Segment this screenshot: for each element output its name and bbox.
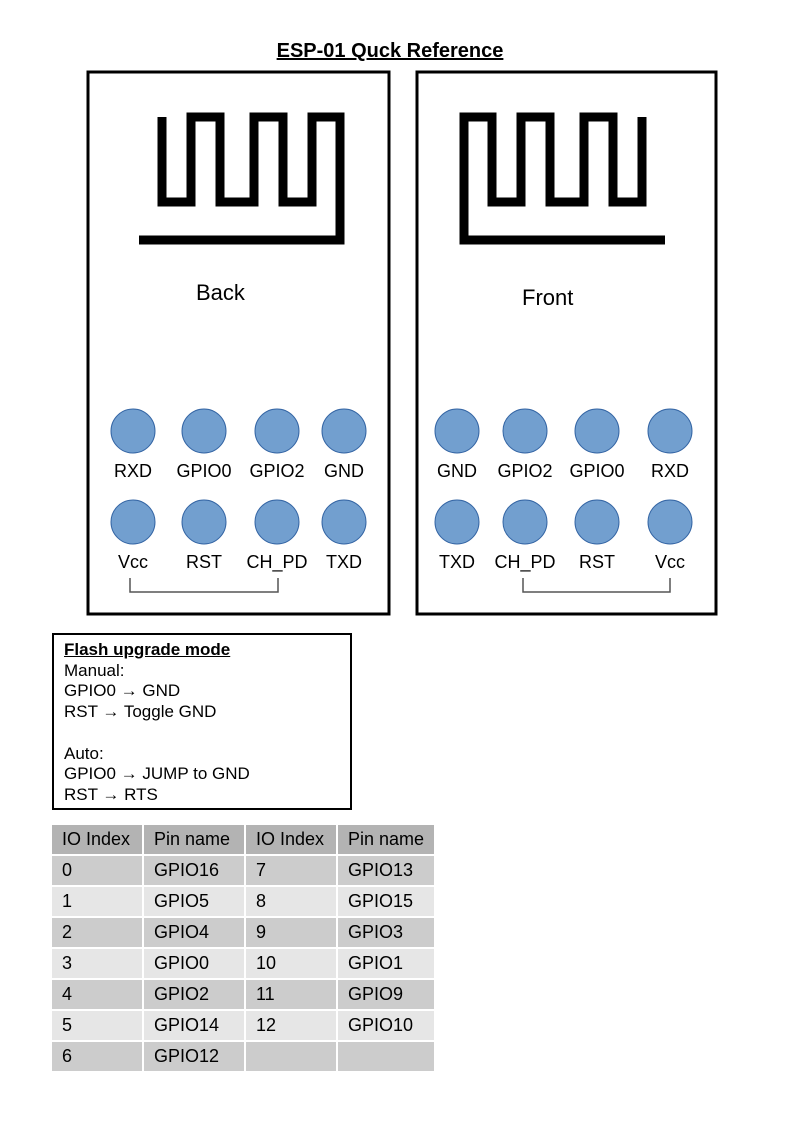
back-pin-pad	[181, 499, 227, 545]
front-pin-label: RXD	[650, 461, 689, 481]
back-pin-pad	[110, 499, 156, 545]
front-pin-label: Vcc	[654, 552, 685, 572]
flash-line: Auto:	[64, 743, 104, 763]
flash-line: Manual:	[64, 660, 125, 680]
front-pin-pad	[434, 499, 480, 545]
back-pin-label: GND	[324, 461, 364, 481]
table-cell: 2	[50, 917, 144, 949]
table-cell: GPIO3	[336, 917, 436, 949]
back-antenna-icon	[139, 112, 345, 245]
page-title: ESP-01 Quck Reference	[276, 40, 504, 62]
flash-spacer	[64, 723, 350, 744]
flash-line: RST → RTS	[64, 784, 158, 804]
front-pin-pad	[502, 499, 548, 545]
table-cell: GPIO13	[336, 855, 436, 887]
back-label: Back	[196, 280, 245, 305]
back-pin-pad	[254, 499, 300, 545]
back-pin-label: Vcc	[117, 552, 148, 572]
table-cell: 4	[50, 979, 144, 1011]
back-pin-label: RXD	[113, 461, 152, 481]
flash-line: GPIO0 → JUMP to GND	[64, 764, 250, 784]
table-header-row: IO Index Pin name IO Index Pin name	[50, 825, 436, 856]
front-pin-pad	[502, 408, 548, 454]
table-cell	[336, 1041, 436, 1073]
front-bracket	[522, 578, 671, 593]
table-cell: 0	[50, 855, 144, 887]
front-pin-pad	[574, 408, 620, 454]
table-cell: GPIO1	[336, 948, 436, 980]
table-cell: 8	[244, 886, 338, 918]
table-cell: 11	[244, 979, 338, 1011]
front-pin-pad	[434, 408, 480, 454]
table-cell: GPIO15	[336, 886, 436, 918]
front-label: Front	[522, 285, 574, 310]
front-pin-label: GPIO0	[569, 461, 625, 481]
front-pin-label: RST	[579, 552, 615, 572]
header-cell: IO Index	[244, 825, 338, 856]
back-pin-pad	[321, 408, 367, 454]
table-cell: GPIO12	[142, 1041, 246, 1073]
back-pin-label: CH_PD	[246, 552, 308, 572]
back-pin-label: GPIO2	[249, 461, 305, 481]
table-cell: GPIO4	[142, 917, 246, 949]
table-cell: GPIO10	[336, 1010, 436, 1042]
table-cell: 3	[50, 948, 144, 980]
back-pin-label: RST	[186, 552, 222, 572]
front-pin-label: CH_PD	[494, 552, 556, 572]
back-pin-label: GPIO0	[176, 461, 232, 481]
flash-line: GPIO0 → GND	[64, 681, 181, 701]
flash-heading: Flash upgrade mode	[64, 640, 231, 659]
front-pin-label: TXD	[439, 552, 475, 572]
back-pin-pad	[321, 499, 367, 545]
table-cell: 5	[50, 1010, 144, 1042]
flash-line: RST → Toggle GND	[64, 702, 217, 722]
front-board-outline	[415, 70, 718, 616]
table-cell: GPIO14	[142, 1010, 246, 1042]
flash-upgrade-box: Flash upgrade mode Manual: GPIO0 → GND R…	[52, 633, 352, 810]
front-pin-pad	[647, 499, 693, 545]
back-pin-label: TXD	[326, 552, 362, 572]
front-pin-label: GPIO2	[497, 461, 553, 481]
table-cell: 9	[244, 917, 338, 949]
table-cell	[244, 1041, 338, 1073]
table-cell: GPIO16	[142, 855, 246, 887]
header-cell: Pin name	[142, 825, 246, 856]
front-antenna-icon	[459, 112, 665, 245]
table-cell: 1	[50, 886, 144, 918]
back-board-outline	[86, 70, 391, 616]
header-cell: IO Index	[50, 825, 144, 856]
front-pin-pad	[574, 499, 620, 545]
table-cell: 10	[244, 948, 338, 980]
table-cell: 6	[50, 1041, 144, 1073]
front-pin-pad	[647, 408, 693, 454]
header-cell: Pin name	[336, 825, 436, 856]
table-cell: GPIO0	[142, 948, 246, 980]
table-cell: 12	[244, 1010, 338, 1042]
table-cell: GPIO2	[142, 979, 246, 1011]
back-pin-pad	[181, 408, 227, 454]
table-cell: GPIO5	[142, 886, 246, 918]
table-cell: GPIO9	[336, 979, 436, 1011]
front-pin-label: GND	[437, 461, 477, 481]
back-bracket	[129, 578, 279, 593]
back-pin-pad	[110, 408, 156, 454]
back-pin-pad	[254, 408, 300, 454]
table-cell: 7	[244, 855, 338, 887]
